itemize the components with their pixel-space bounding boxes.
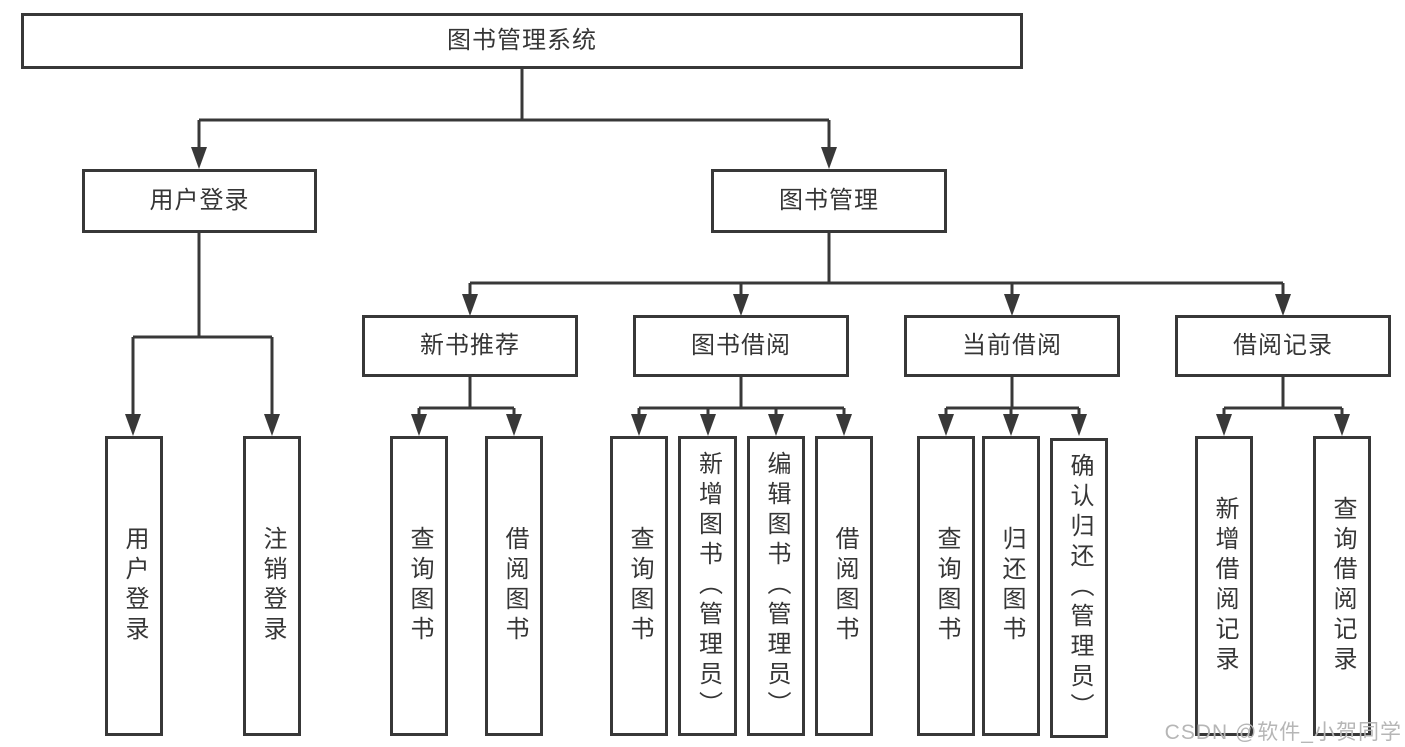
node-current-borrow-label: 当前借阅 <box>962 332 1062 359</box>
leaf-borrow-borrow-label: 借阅图书 <box>831 526 858 646</box>
node-book-mgmt: 图书管理 <box>711 169 947 233</box>
arrowhead <box>733 294 749 316</box>
node-root: 图书管理系统 <box>21 13 1023 69</box>
leaf-current-query-label: 查询图书 <box>933 526 960 646</box>
arrowhead <box>821 147 837 169</box>
node-book-borrow: 图书借阅 <box>633 315 849 377</box>
arrowhead <box>411 414 427 436</box>
node-user-login-label: 用户登录 <box>149 187 250 214</box>
arrowhead <box>700 414 716 436</box>
leaf-records-add: 新增借阅记录 <box>1195 436 1253 736</box>
node-new-books: 新书推荐 <box>362 315 578 377</box>
arrowhead <box>1004 294 1020 316</box>
leaf-newbooks-borrow-label: 借阅图书 <box>501 526 528 646</box>
arrowhead <box>1071 414 1087 436</box>
arrowhead <box>191 147 207 169</box>
arrowhead <box>1003 414 1019 436</box>
leaf-logout-label: 注销登录 <box>259 526 286 646</box>
leaf-logout: 注销登录 <box>243 436 301 736</box>
node-book-mgmt-label: 图书管理 <box>779 187 879 214</box>
leaf-current-query: 查询图书 <box>917 436 975 736</box>
leaf-borrow-add-label: 新增图书（管理员） <box>694 451 722 721</box>
leaf-current-return-label: 归还图书 <box>998 526 1025 646</box>
node-borrow-records: 借阅记录 <box>1175 315 1391 377</box>
leaf-records-query-label: 查询借阅记录 <box>1329 496 1356 676</box>
arrowhead <box>631 414 647 436</box>
node-current-borrow: 当前借阅 <box>904 315 1120 377</box>
leaf-borrow-borrow: 借阅图书 <box>815 436 873 736</box>
leaf-current-confirm: 确认归还（管理员） <box>1050 438 1108 738</box>
arrowhead <box>506 414 522 436</box>
arrowhead <box>768 414 784 436</box>
arrowhead <box>938 414 954 436</box>
leaf-newbooks-query: 查询图书 <box>390 436 448 736</box>
node-root-label: 图书管理系统 <box>447 27 597 54</box>
leaf-current-return: 归还图书 <box>982 436 1040 736</box>
arrowhead <box>264 414 280 436</box>
leaf-newbooks-query-label: 查询图书 <box>406 526 433 646</box>
leaf-records-query: 查询借阅记录 <box>1313 436 1371 736</box>
arrowhead <box>1275 294 1291 316</box>
leaf-borrow-edit: 编辑图书（管理员） <box>747 436 805 736</box>
leaf-user-login: 用户登录 <box>105 436 163 736</box>
arrowhead <box>462 294 478 316</box>
leaf-current-confirm-label: 确认归还（管理员） <box>1066 453 1093 723</box>
leaf-newbooks-borrow: 借阅图书 <box>485 436 543 736</box>
leaf-borrow-query: 查询图书 <box>610 436 668 736</box>
node-user-login: 用户登录 <box>82 169 317 233</box>
leaf-user-login-label: 用户登录 <box>121 526 148 646</box>
leaf-borrow-edit-label: 编辑图书（管理员） <box>763 451 790 721</box>
leaf-records-add-label: 新增借阅记录 <box>1211 496 1238 676</box>
arrowhead <box>125 414 141 436</box>
csdn-watermark: CSDN @软件_小贺同学 <box>1164 721 1402 744</box>
arrowhead <box>836 414 852 436</box>
leaf-borrow-query-label: 查询图书 <box>626 526 653 646</box>
arrowhead <box>1216 414 1232 436</box>
node-borrow-records-label: 借阅记录 <box>1233 332 1333 359</box>
leaf-borrow-add: 新增图书（管理员） <box>678 436 737 736</box>
node-book-borrow-label: 图书借阅 <box>691 332 791 359</box>
arrowhead <box>1334 414 1350 436</box>
node-new-books-label: 新书推荐 <box>420 332 520 359</box>
